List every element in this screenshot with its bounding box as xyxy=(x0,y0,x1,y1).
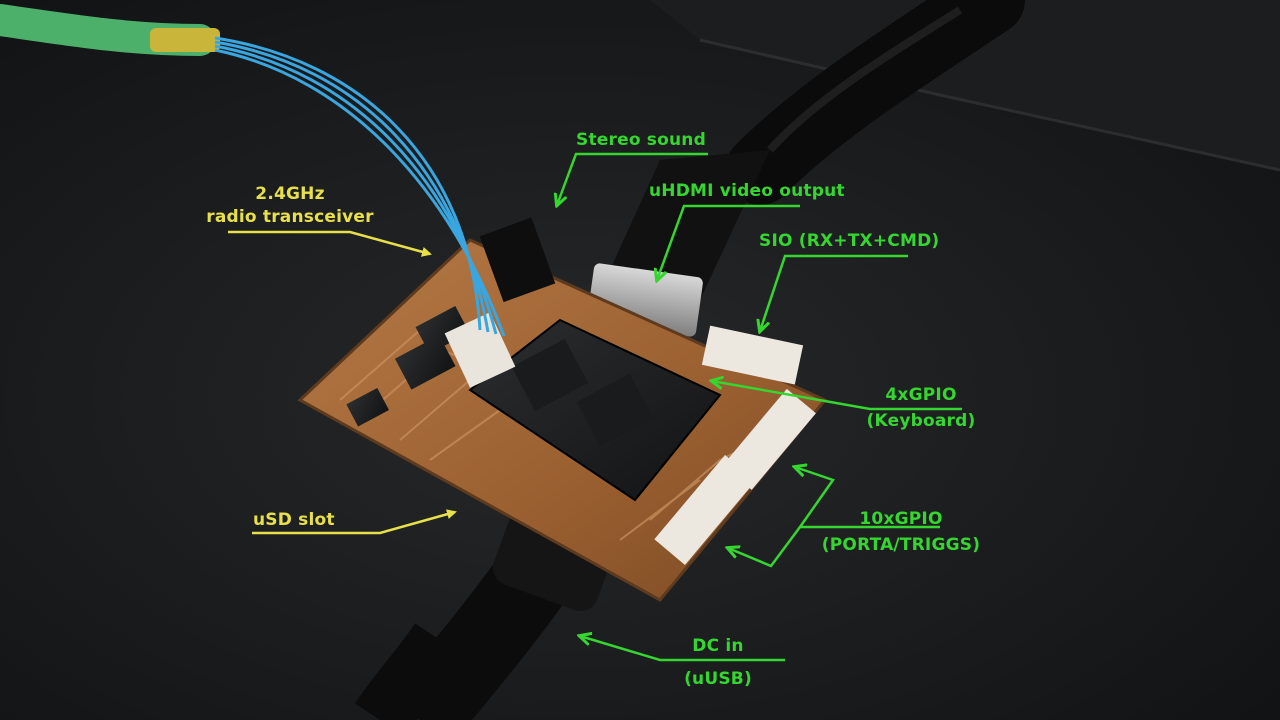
radio-transceiver-label: 2.4GHz radio transceiver xyxy=(196,186,384,226)
audio-jack xyxy=(479,217,556,303)
chip-small-2 xyxy=(415,305,470,354)
hdmi-cable xyxy=(725,0,1025,205)
gpio4-label-line1: 4xGPIO xyxy=(885,385,957,405)
yellow-annotation-lines xyxy=(228,230,457,535)
memory-chip xyxy=(576,373,654,447)
cable-yellow-ring xyxy=(150,28,220,52)
gpio10-label: 10xGPIO (PORTA/TRIGGS) xyxy=(808,511,994,554)
chip-small-1 xyxy=(394,335,456,390)
gpio10-connector xyxy=(654,455,756,565)
cpu-chip xyxy=(511,338,589,412)
dc-in-label-line1: DC in xyxy=(692,636,744,656)
hdmi-plug xyxy=(610,150,770,300)
radio-label-line2: radio transceiver xyxy=(206,207,374,227)
usd-slot-label: uSD slot xyxy=(253,510,335,530)
gpio4-label-line2: (Keyboard) xyxy=(866,411,976,431)
blue-antenna-wires xyxy=(214,36,506,337)
radio-header xyxy=(444,312,516,388)
gpio10-label-line1: 10xGPIO xyxy=(859,509,943,529)
green-annotation-lines xyxy=(557,152,962,662)
sio-connector xyxy=(701,325,804,385)
radio-label-line1: 2.4GHz xyxy=(255,184,325,204)
sio-label: SIO (RX+TX+CMD) xyxy=(759,231,940,251)
gpio10-label-line2: (PORTA/TRIGGS) xyxy=(821,535,981,555)
dc-in-label: DC in (uUSB) xyxy=(668,638,768,688)
stereo-sound-label: Stereo sound xyxy=(576,130,706,150)
ruler xyxy=(650,0,1280,170)
gpio4-connector xyxy=(722,388,816,490)
uhdmi-label: uHDMI video output xyxy=(649,181,845,201)
chip-small-3 xyxy=(346,387,389,427)
gpio4-label: 4xGPIO (Keyboard) xyxy=(858,387,984,430)
dc-in-label-line2: (uUSB) xyxy=(684,669,752,689)
